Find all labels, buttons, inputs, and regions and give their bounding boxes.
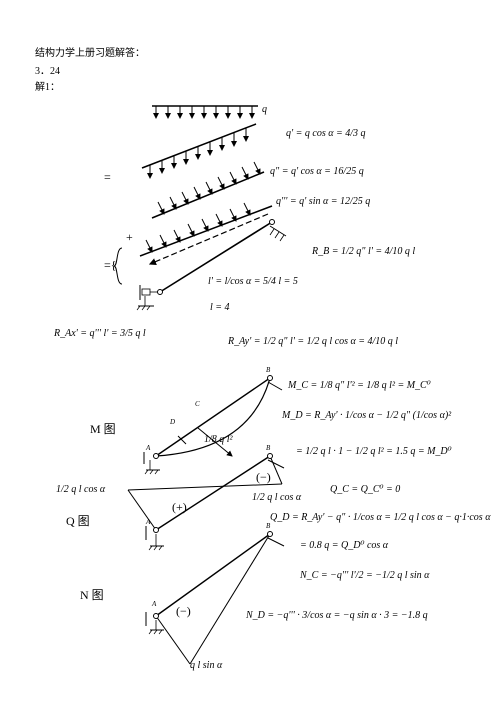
load-label-q: q bbox=[262, 104, 267, 115]
equals-brace-sign: ={ bbox=[104, 258, 117, 272]
uniform-load-q bbox=[152, 105, 258, 119]
normal-force-diagram bbox=[145, 531, 285, 665]
normal-point-A: A bbox=[152, 600, 157, 608]
normal-NC: N_C = −q''' l'/2 = −1/2 q l sin α bbox=[300, 570, 430, 581]
reaction-RAx: R_Ax' = q''' l' = 3/5 q l bbox=[54, 328, 146, 339]
brace bbox=[113, 247, 123, 285]
moment-MC: M_C = 1/8 q" l'² = 1/8 q l² = M_C⁰ bbox=[288, 380, 431, 391]
solution-label: 解1： bbox=[35, 82, 60, 93]
normal-sign-negative: (−) bbox=[176, 604, 191, 618]
normal-ND: N_D = −q''' · 3/cos α = −q sin α · 3 = −… bbox=[246, 610, 428, 621]
moment-MD-1: M_D = R_Ay' · 1/cos α − 1/2 q" (1/cos α)… bbox=[282, 410, 452, 421]
equals-sign: = bbox=[104, 170, 111, 184]
shear-QD-1: Q_D = R_Ay' − q" · 1/cos α = 1/2 q l cos… bbox=[270, 512, 491, 523]
l-prime-eq: l' = l/cos α = 5/4 l = 5 bbox=[208, 276, 298, 287]
shear-point-A: A bbox=[146, 518, 151, 526]
shear-point-B: B bbox=[266, 444, 271, 452]
moment-value: 1/8 q l² bbox=[204, 434, 233, 445]
reaction-RB: R_B = 1/2 q" l' = 4/10 q l bbox=[312, 246, 416, 257]
plus-sign: + bbox=[126, 230, 133, 244]
document-title: 结构力学上册习题解答： bbox=[35, 48, 145, 59]
axial-load bbox=[148, 213, 269, 265]
reaction-RAy: R_Ay' = 1/2 q" l' = 1/2 q l cos α = 4/10… bbox=[228, 336, 399, 347]
inclined-load-q1 bbox=[141, 123, 257, 179]
shear-QD-2: = 0.8 q = Q_D⁰ cos α bbox=[300, 540, 389, 551]
shear-diagram bbox=[127, 453, 285, 551]
load-label-q3: q''' = q' sin α = 12/25 q bbox=[276, 196, 371, 207]
shear-left-value: 1/2 q l cos α bbox=[56, 484, 106, 495]
shear-QC: Q_C = Q_C⁰ = 0 bbox=[330, 484, 401, 495]
moment-point-A: A bbox=[146, 444, 151, 452]
load-label-q2: q" = q' cos α = 16/25 q bbox=[270, 166, 364, 177]
moment-MD-2: = 1/2 q l · 1 − 1/2 q l² = 1.5 q = M_D⁰ bbox=[296, 446, 452, 457]
moment-diagram-label: M 图 bbox=[90, 422, 116, 436]
l-value-eq: l = 4 bbox=[210, 302, 230, 313]
shear-diagram-label: Q 图 bbox=[66, 514, 90, 528]
moment-point-B: B bbox=[266, 366, 271, 374]
normal-point-B: B bbox=[266, 522, 271, 530]
moment-point-D: D bbox=[170, 418, 176, 426]
moment-point-C: C bbox=[195, 400, 200, 408]
beam-perpendicular-load bbox=[139, 202, 273, 257]
problem-number: 3．24 bbox=[35, 66, 60, 77]
normal-value: q l sin α bbox=[190, 660, 223, 671]
shear-sign-positive: (+) bbox=[172, 500, 187, 514]
load-label-q1: q' = q cos α = 4/3 q bbox=[286, 128, 366, 139]
normal-diagram-label: N 图 bbox=[80, 588, 104, 602]
inclined-beam-1 bbox=[136, 219, 287, 311]
shear-sign-negative: (−) bbox=[256, 470, 271, 484]
moment-diagram bbox=[143, 375, 283, 475]
perpendicular-load-q2 bbox=[151, 161, 265, 219]
shear-right-value: 1/2 q l cos α bbox=[252, 492, 302, 503]
